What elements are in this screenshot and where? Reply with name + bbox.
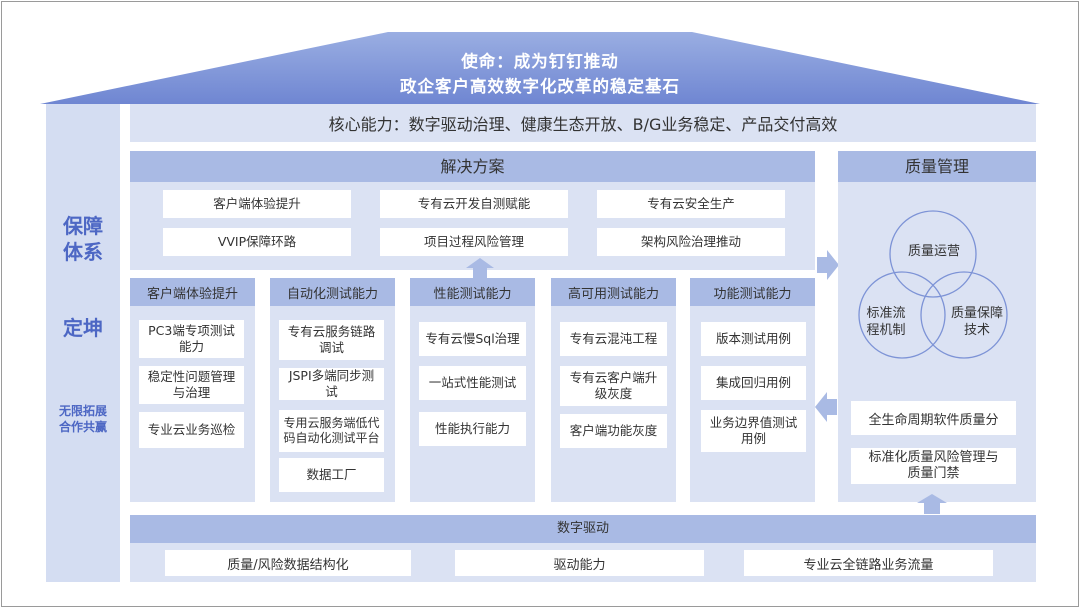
solution-item: 专有云安全生产	[597, 190, 785, 218]
capability-column-title: 自动化测试能力	[270, 278, 395, 306]
venn-circle-technology	[920, 271, 1008, 359]
capability-item: 数据工厂	[279, 458, 384, 492]
venn-label-technology: 质量保障技术	[950, 306, 1003, 338]
capability-column-title: 高可用测试能力	[551, 278, 676, 306]
venn-label-operations: 质量运营	[907, 244, 960, 259]
up-arrow-icon	[917, 494, 947, 514]
capability-item: 稳定性问题管理与治理	[139, 366, 244, 404]
quality-item: 标准化质量风险管理与质量门禁	[851, 448, 1016, 484]
capability-item: 专用云服务端低代码自动化测试平台	[279, 410, 384, 452]
capability-item: JSPI多端同步测试	[279, 368, 384, 400]
capability-item: 集成回归用例	[701, 366, 806, 400]
digital-drive-item: 驱动能力	[455, 550, 704, 576]
capability-item: 性能执行能力	[419, 412, 526, 446]
up-arrow-icon	[466, 258, 494, 280]
capability-item: 专有云混沌工程	[560, 322, 667, 356]
left-pillar	[46, 104, 120, 582]
left-arrow-icon	[815, 392, 837, 422]
mission-roof	[40, 32, 1040, 104]
pillar-title-line-2: 体系	[63, 240, 103, 264]
capability-column-title: 功能测试能力	[690, 278, 815, 306]
capability-item: 客户端功能灰度	[560, 414, 667, 448]
capability-item: 专有云客户端升级灰度	[560, 366, 667, 406]
quality-item: 全生命周期软件质量分	[851, 401, 1016, 435]
capability-item: PC3端专项测试能力	[139, 320, 244, 358]
solution-item: 专有云开发自测赋能	[380, 190, 568, 218]
venn-circle-process	[858, 271, 946, 359]
digital-drive-item: 专业云全链路业务流量	[744, 550, 993, 576]
capability-column-title: 性能测试能力	[410, 278, 535, 306]
capability-item: 专有云服务链路调试	[279, 320, 384, 360]
capability-column-title: 客户端体验提升	[130, 278, 255, 306]
quality-venn-diagram	[858, 210, 1008, 359]
capability-item: 专业云业务巡检	[139, 412, 244, 448]
pillar-tagline-line-2: 合作共赢	[58, 420, 107, 434]
digital-drive-item: 质量/风险数据结构化	[165, 550, 411, 576]
capability-item: 版本测试用例	[701, 322, 806, 356]
digital-drive-header: 数字驱动	[130, 515, 1036, 543]
solutions-header: 解决方案	[130, 151, 815, 182]
solution-item: 项目过程风险管理	[380, 228, 568, 256]
capability-item: 专有云慢Sql治理	[419, 322, 526, 356]
capability-item: 业务边界值测试用例	[701, 410, 806, 452]
pillar-subtitle: 定坤	[63, 316, 103, 340]
pillar-tagline-line-1: 无限拓展	[58, 404, 107, 418]
solution-item: 架构风险治理推动	[597, 228, 785, 256]
venn-label-process: 标准流程机制	[866, 306, 906, 338]
solution-item: 客户端体验提升	[163, 190, 351, 218]
pillar-title-line-1: 保障	[63, 214, 103, 238]
mission-line-1: 使命：成为钉钉推动	[461, 52, 619, 71]
quality-header: 质量管理	[838, 151, 1036, 182]
right-arrow-icon	[817, 250, 839, 280]
solution-item: VVIP保障环路	[163, 228, 351, 256]
mission-line-2: 政企客户高效数字化改革的稳定基石	[400, 77, 680, 96]
capability-item: 一站式性能测试	[419, 366, 526, 400]
venn-circle-operations	[889, 210, 977, 298]
core-ability-band: 核心能力：数字驱动治理、健康生态开放、B/G业务稳定、产品交付高效	[130, 104, 1036, 142]
